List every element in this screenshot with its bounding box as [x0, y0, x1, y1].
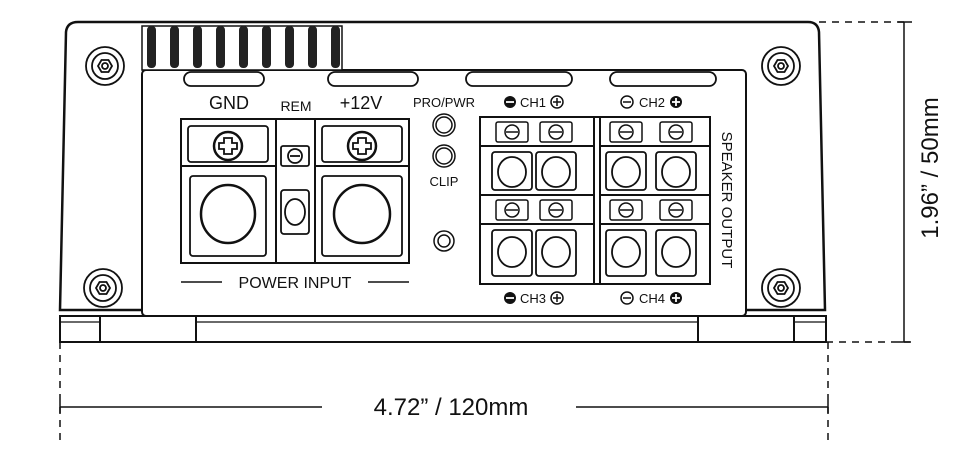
width-dimension-label: 4.72” / 120mm — [374, 394, 529, 421]
plus12v-label: +12V — [340, 93, 383, 113]
height-dimension-label: 1.96” / 50mm — [917, 97, 944, 238]
ch4-minus-icon — [620, 291, 634, 305]
width-dimension-lines — [59, 342, 829, 440]
pro-pwr-led — [432, 113, 456, 137]
pro-pwr-label: PRO/PWR — [413, 95, 475, 110]
power-input-label: POWER INPUT — [239, 275, 352, 292]
mounting-screw-top-left — [85, 46, 125, 86]
clip-label: CLIP — [430, 174, 459, 189]
gnd-terminal — [187, 125, 269, 257]
gnd-label: GND — [209, 93, 249, 113]
speaker-screws-row2 — [495, 199, 693, 221]
mounting-screw-bottom-right — [761, 268, 801, 308]
ch3-plus-icon — [550, 291, 564, 305]
speaker-holes-row1 — [491, 151, 697, 191]
height-dimension-lines — [819, 21, 912, 343]
rem-label: REM — [280, 98, 311, 114]
speaker-output-label: SPEAKER OUTPUT — [718, 132, 735, 269]
base-rail — [59, 315, 827, 343]
top-slots — [183, 71, 717, 87]
speaker-screws-row1 — [495, 121, 693, 143]
plus12v-terminal — [321, 125, 403, 257]
ch2-minus-icon — [620, 95, 634, 109]
ch2-label: CH2 — [639, 95, 665, 110]
ch3-label: CH3 — [520, 291, 546, 306]
ch4-label: CH4 — [639, 291, 665, 306]
ch1-plus-icon — [550, 95, 564, 109]
heat-sink-fins — [141, 25, 343, 71]
rem-terminal — [280, 145, 310, 235]
mounting-screw-bottom-left — [83, 268, 123, 308]
mounting-screw-top-right — [761, 46, 801, 86]
clip-led — [432, 144, 456, 168]
gain-knob — [433, 230, 455, 252]
speaker-holes-row2 — [491, 229, 697, 277]
ch1-label: CH1 — [520, 95, 546, 110]
